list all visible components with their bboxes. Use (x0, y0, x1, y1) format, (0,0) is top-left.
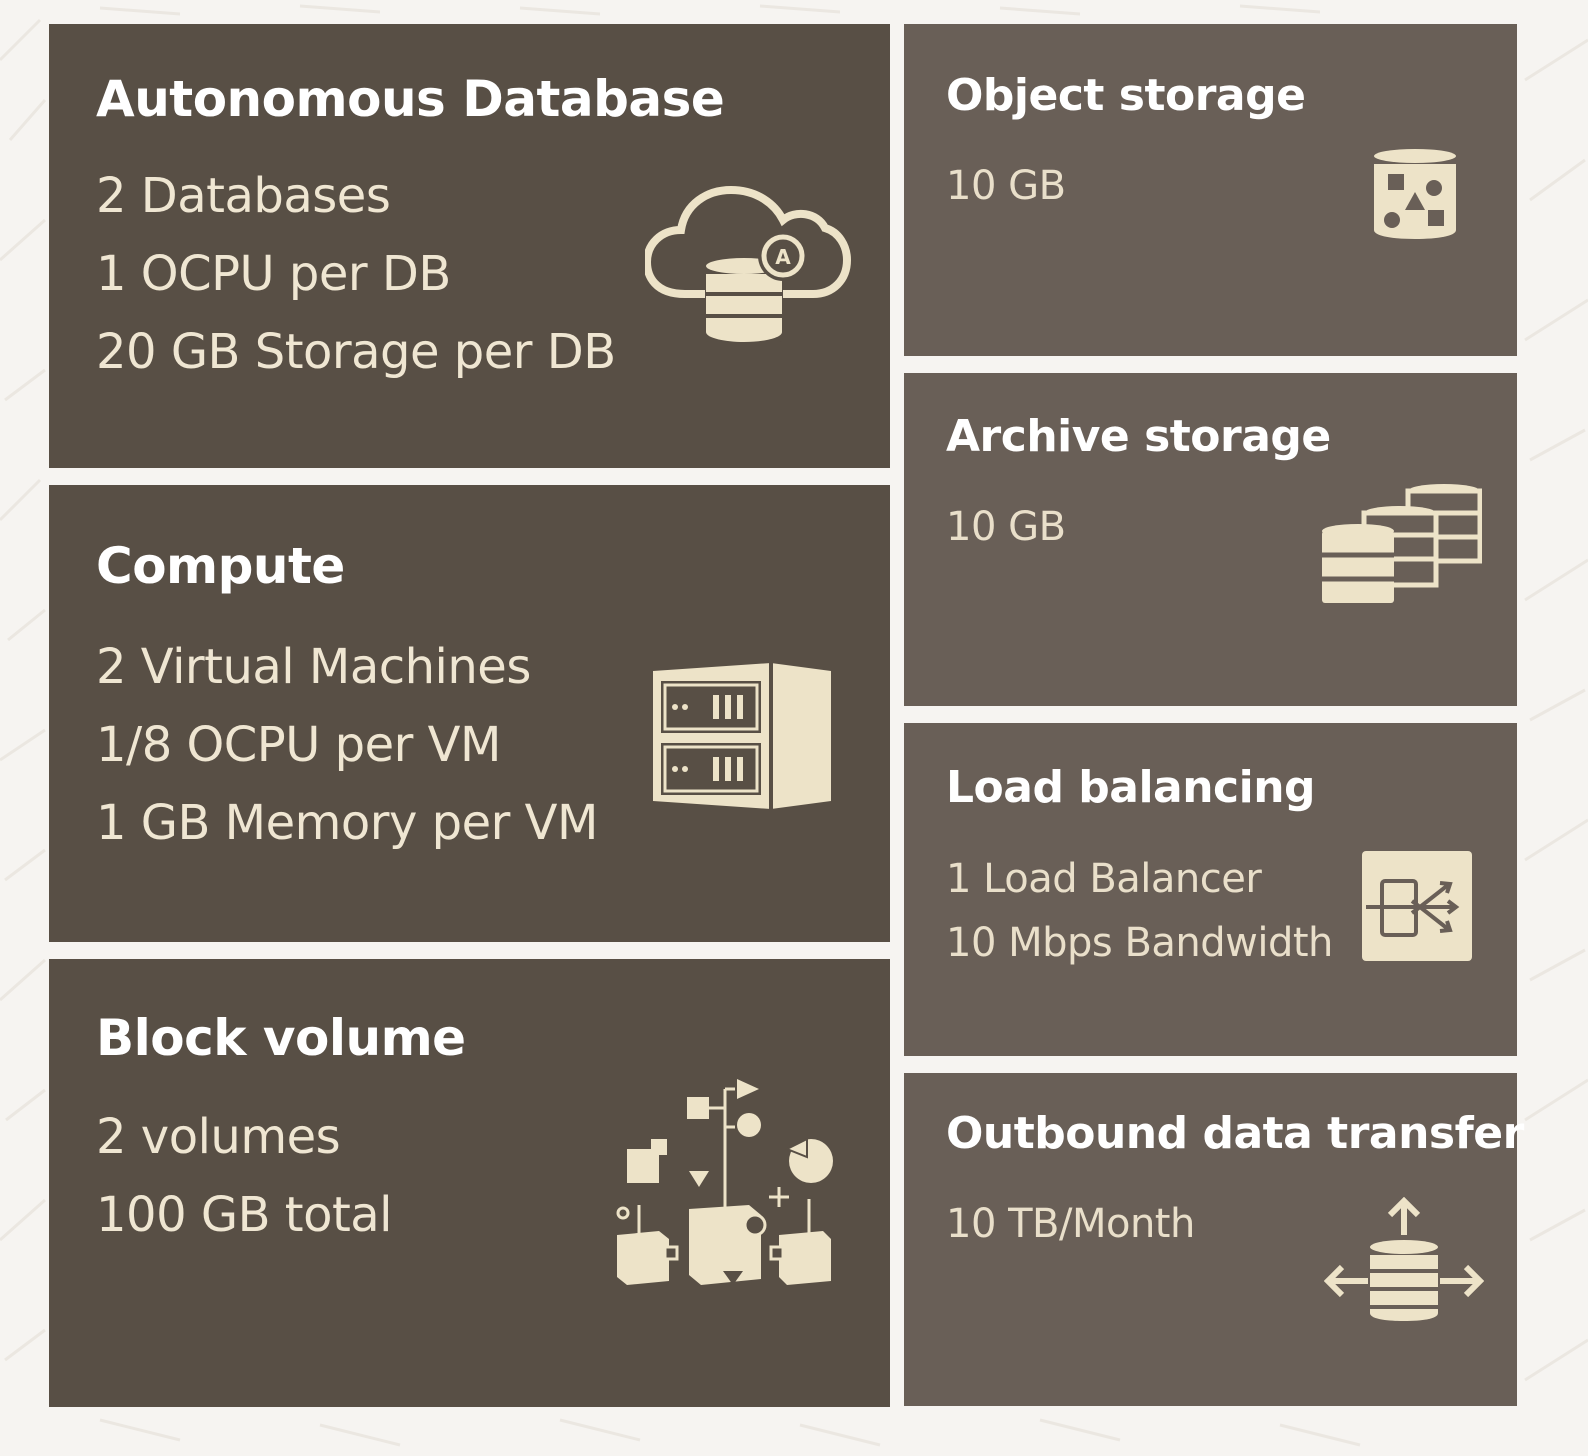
card-autonomous-database: Autonomous Database 2 Databases 1 OCPU p… (49, 24, 890, 468)
detail-line: 10 GB (946, 163, 1066, 209)
server-rack-icon (653, 663, 831, 809)
card-details: 10 GB (946, 154, 1066, 218)
card-title: Load balancing (946, 762, 1316, 813)
detail-line: 100 GB total (96, 1187, 393, 1243)
detail-line: 20 GB Storage per DB (96, 324, 616, 380)
card-details: 2 Databases 1 OCPU per DB 20 GB Storage … (96, 157, 616, 391)
cloud-database-icon: A (645, 185, 851, 342)
detail-line: 1 GB Memory per VM (96, 795, 598, 851)
detail-line: 1/8 OCPU per VM (96, 717, 501, 773)
card-details: 10 TB/Month (946, 1192, 1195, 1256)
detail-line: 1 OCPU per DB (96, 246, 451, 302)
card-details: 10 GB (946, 495, 1066, 559)
card-object-storage: Object storage 10 GB (904, 24, 1517, 356)
card-title: Autonomous Database (96, 70, 725, 128)
card-block-volume: Block volume 2 volumes 100 GB total (49, 959, 890, 1407)
card-title: Outbound data transfer (946, 1108, 1524, 1159)
card-title: Block volume (96, 1009, 466, 1067)
card-compute: Compute 2 Virtual Machines 1/8 OCPU per … (49, 485, 890, 942)
detail-line: 10 GB (946, 504, 1066, 550)
data-transfer-icon (1324, 1197, 1484, 1321)
card-details: 1 Load Balancer 10 Mbps Bandwidth (946, 847, 1333, 975)
detail-line: 2 Databases (96, 168, 391, 224)
detail-line: 10 Mbps Bandwidth (946, 920, 1333, 966)
card-title: Compute (96, 537, 345, 595)
card-load-balancing: Load balancing 1 Load Balancer 10 Mbps B… (904, 723, 1517, 1056)
card-details: 2 Virtual Machines 1/8 OCPU per VM 1 GB … (96, 628, 598, 862)
load-balancer-icon (1362, 851, 1472, 961)
block-volume-icon (616, 1079, 833, 1285)
archive-storage-icon (1322, 484, 1482, 603)
svg-text:A: A (775, 245, 791, 269)
card-details: 2 volumes 100 GB total (96, 1098, 393, 1254)
detail-line: 2 volumes (96, 1109, 341, 1165)
detail-line: 10 TB/Month (946, 1201, 1195, 1247)
detail-line: 1 Load Balancer (946, 856, 1262, 902)
detail-line: 2 Virtual Machines (96, 639, 531, 695)
card-title: Object storage (946, 70, 1306, 121)
object-storage-icon (1374, 149, 1456, 239)
card-outbound-data-transfer: Outbound data transfer 10 TB/Month (904, 1073, 1524, 1406)
card-title: Archive storage (946, 411, 1331, 462)
card-archive-storage: Archive storage 10 GB (904, 373, 1517, 706)
